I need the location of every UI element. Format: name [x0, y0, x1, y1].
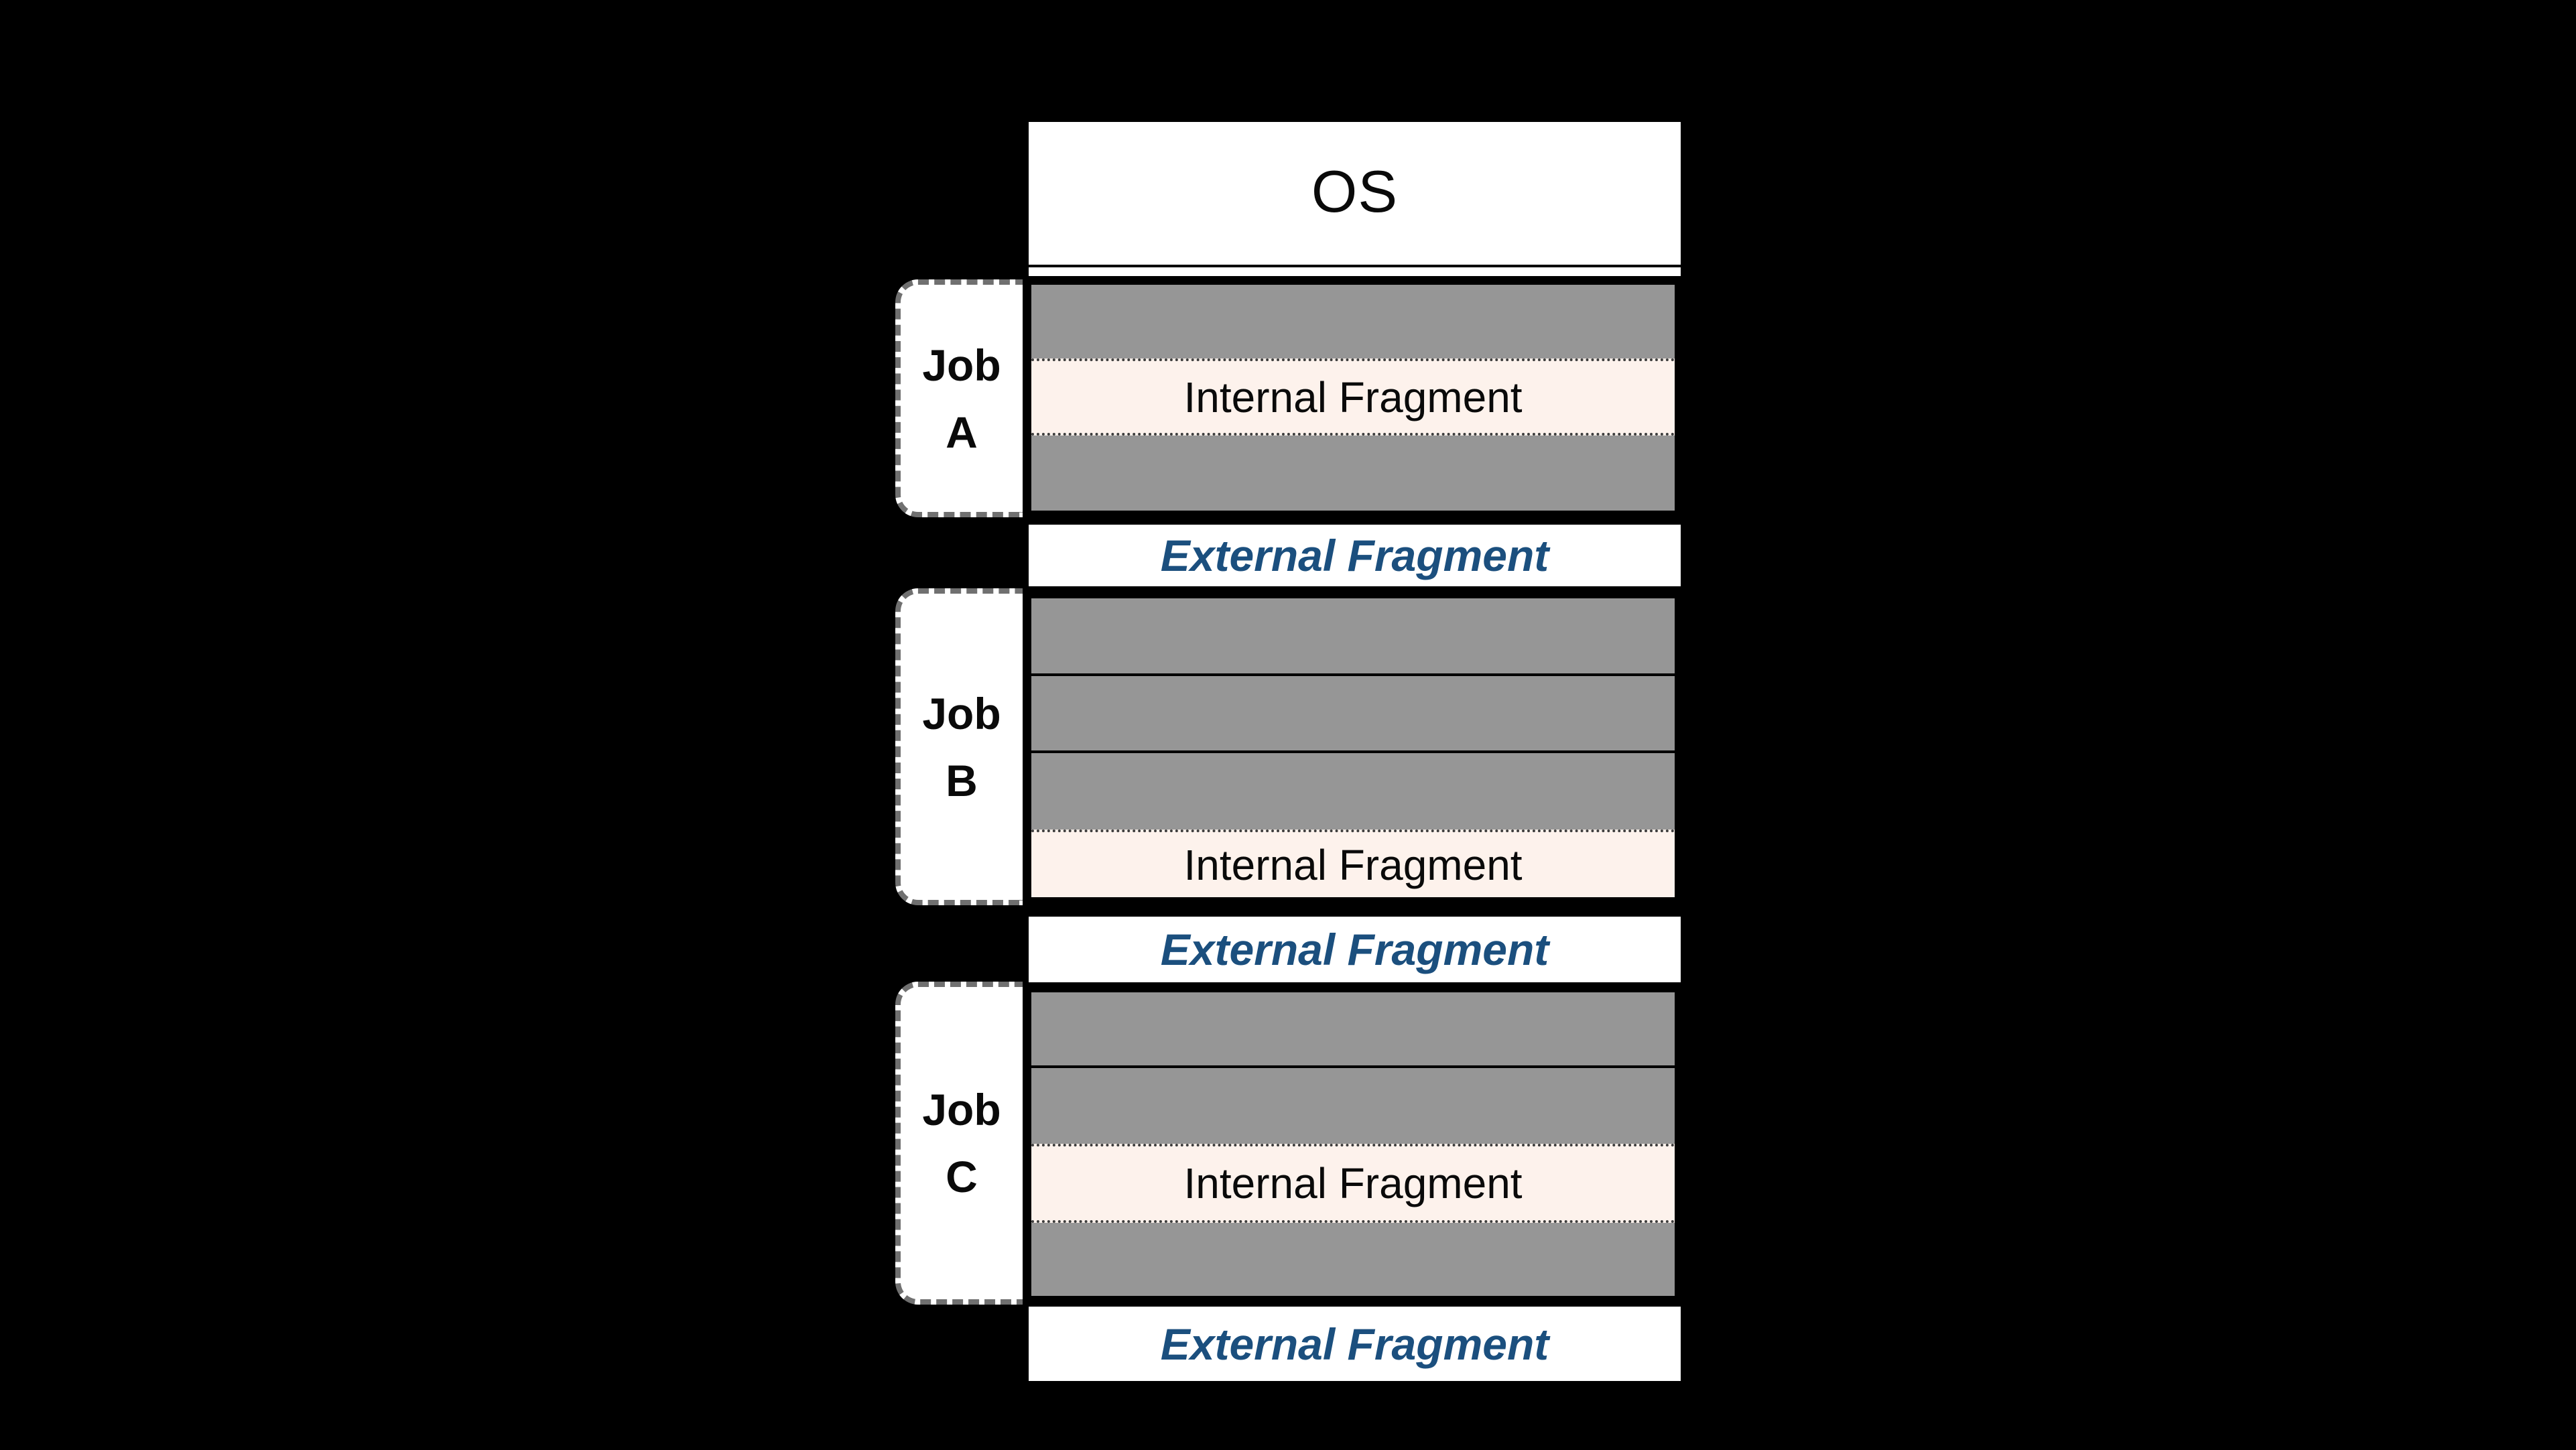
external-fragment-strip: External Fragment — [1029, 1307, 1681, 1381]
used-memory-section — [1031, 1068, 1675, 1144]
internal-fragment-section: Internal Fragment — [1031, 830, 1675, 897]
job-label-text: Job — [922, 688, 1001, 738]
job-letter-text: A — [946, 407, 978, 457]
internal-fragment-label: Internal Fragment — [1183, 1159, 1523, 1207]
used-memory-section — [1031, 992, 1675, 1068]
external-fragment-label: External Fragment — [1160, 531, 1549, 580]
job-letter-text: C — [946, 1152, 978, 1201]
job-letter-text: B — [946, 755, 978, 805]
used-memory-section — [1031, 436, 1675, 511]
memory-block-job-b: Internal Fragment — [1023, 590, 1683, 906]
used-memory-section — [1031, 285, 1675, 358]
job-label-text: Job — [922, 1085, 1001, 1134]
used-memory-section — [1031, 753, 1675, 830]
external-fragment-strip: External Fragment — [1029, 525, 1681, 586]
internal-fragment-label: Internal Fragment — [1183, 840, 1523, 889]
internal-fragment-section: Internal Fragment — [1031, 1144, 1675, 1223]
os-partition-divider-line — [1029, 265, 1681, 267]
used-memory-section — [1031, 676, 1675, 753]
used-memory-section — [1031, 598, 1675, 676]
internal-fragment-section: Internal Fragment — [1031, 358, 1675, 436]
used-memory-section — [1031, 1223, 1675, 1296]
job-b-label-card: Job B — [895, 588, 1023, 905]
external-fragment-label: External Fragment — [1160, 925, 1549, 974]
job-a-label-card: Job A — [895, 279, 1023, 517]
os-partition-box: OS — [1029, 122, 1681, 276]
internal-fragment-label: Internal Fragment — [1183, 373, 1523, 421]
external-fragment-strip: External Fragment — [1029, 917, 1681, 982]
os-partition-label: OS — [1311, 158, 1399, 224]
job-c-label-card: Job C — [895, 982, 1023, 1305]
memory-block-job-a: Internal Fragment — [1023, 276, 1683, 519]
memory-block-job-c: Internal Fragment — [1023, 984, 1683, 1305]
external-fragment-label: External Fragment — [1160, 1319, 1549, 1369]
job-label-text: Job — [922, 340, 1001, 390]
